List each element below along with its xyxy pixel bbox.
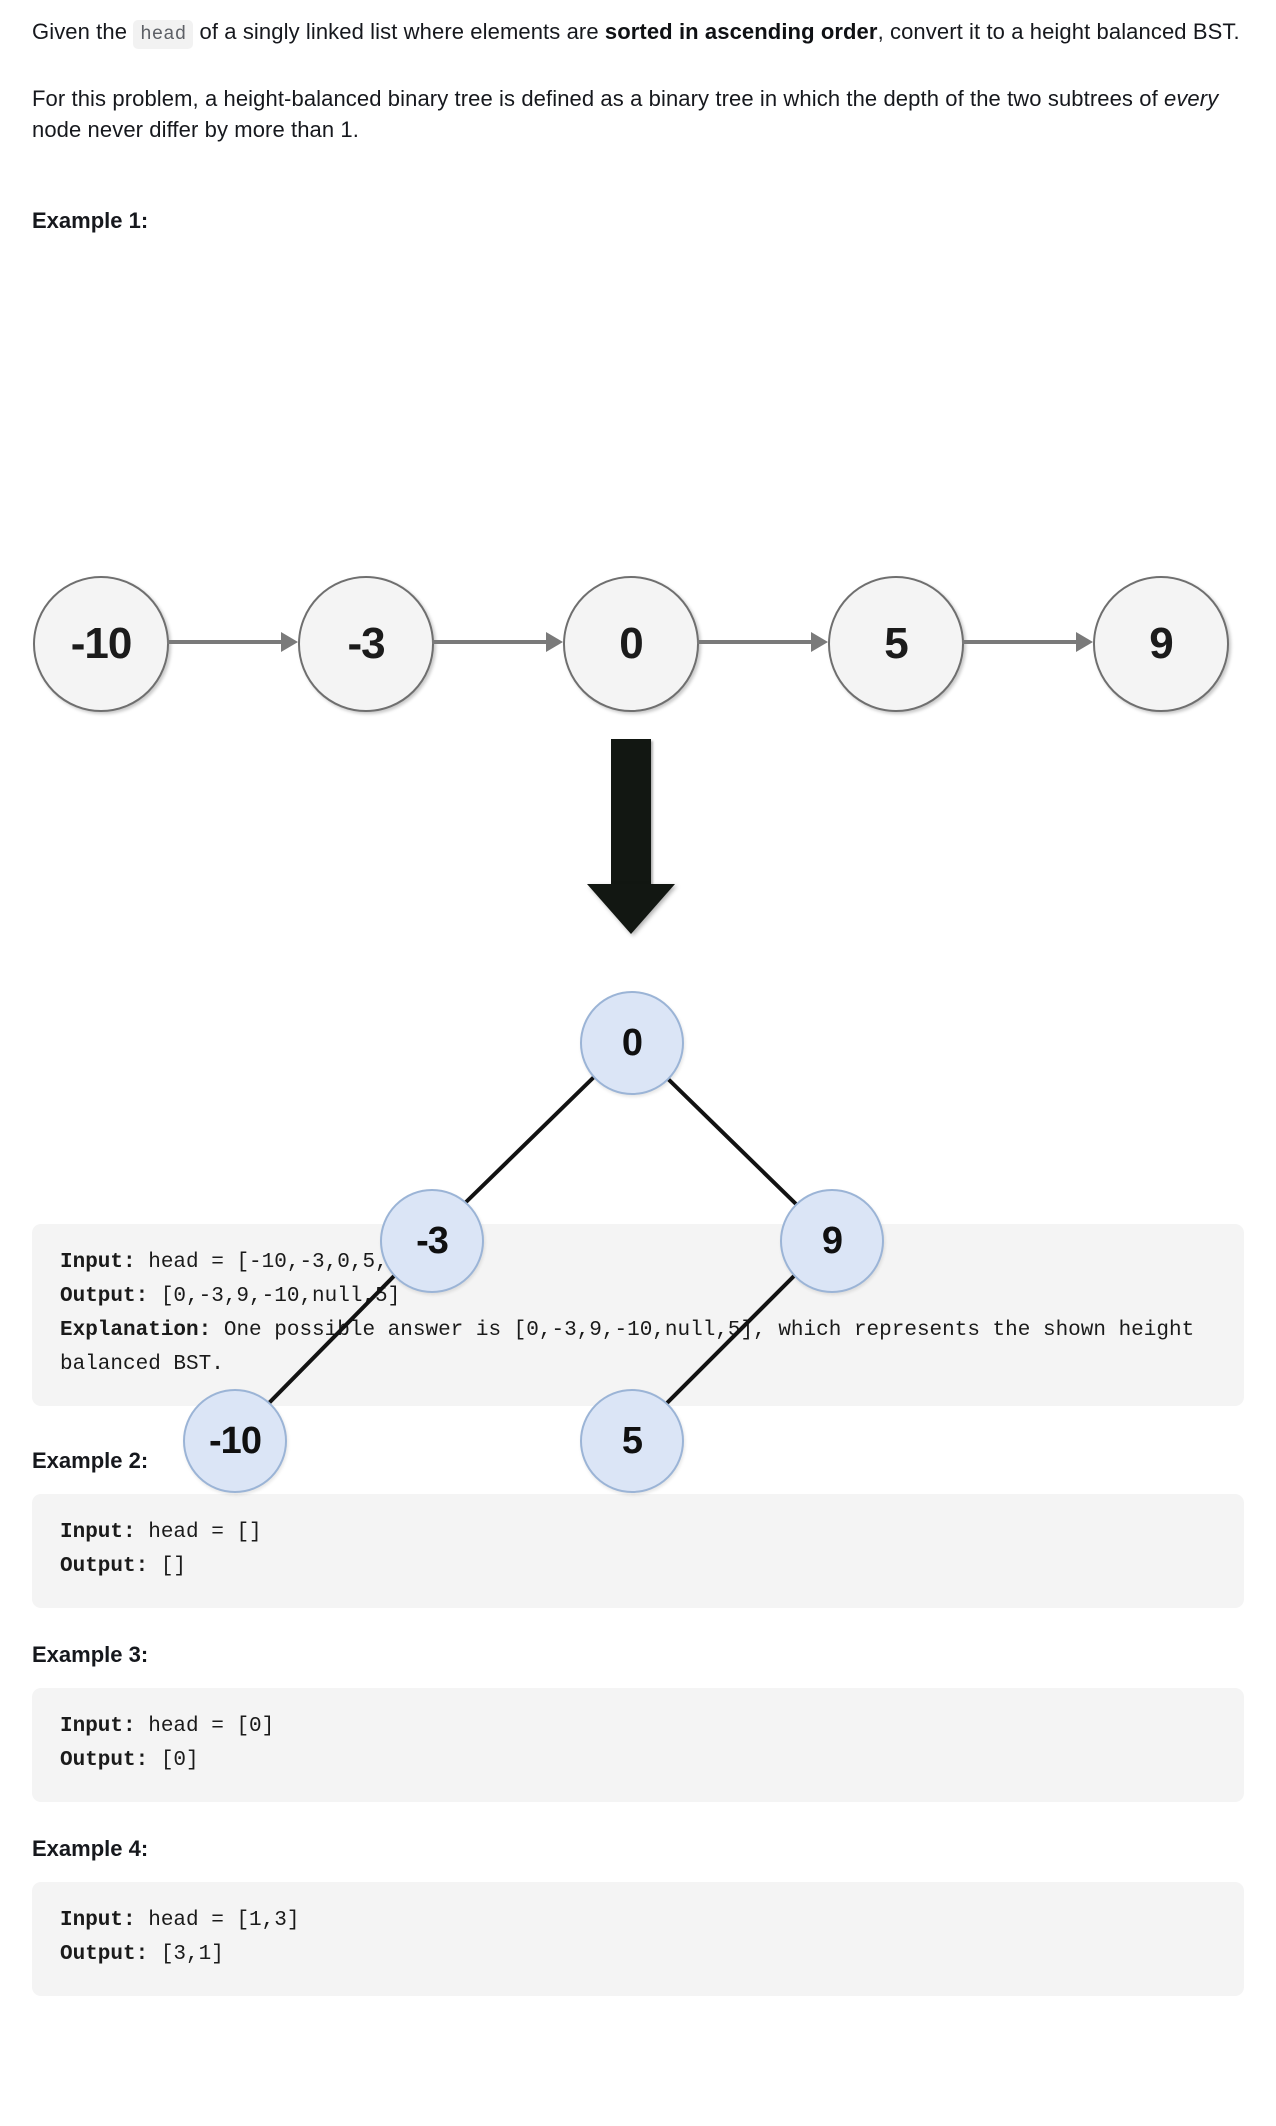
bst-node-5: 5 (580, 1389, 684, 1494)
linked-list-arrowhead-1 (546, 632, 563, 653)
example-2-output-label: Output: (60, 1555, 149, 1579)
linked-list-node-4: 9 (1093, 576, 1229, 713)
example-1-input-label: Input: (60, 1251, 136, 1275)
example-2-input-label: Input: (60, 1521, 136, 1545)
example-3-heading: Example 3: (32, 1642, 149, 1668)
example-4-codeblock: Input: head = [1,3] Output: [3,1] (32, 1882, 1244, 1997)
example-1-output-value: [0,-3,9,-10,null,5] (148, 1285, 401, 1309)
paragraph-2-tail: node never differ by more than 1. (32, 117, 359, 143)
example-4-input-value: head = [1,3] (135, 1909, 300, 1933)
linked-list-arrow-3 (962, 640, 1076, 645)
example-2-input-value: head = [] (135, 1521, 262, 1545)
example-1-input-value: head = [-10,-3,0,5,9] (135, 1251, 413, 1275)
example-2-heading: Example 2: (32, 1448, 149, 1474)
example-4-output-label: Output: (60, 1943, 149, 1967)
example-1-explanation-value: One possible answer is [0,-3,9,-10,null,… (60, 1319, 1207, 1377)
linked-list-arrow-2 (697, 640, 811, 645)
bst-node--3: -3 (380, 1189, 484, 1294)
example-4-output-value: [3,1] (148, 1943, 224, 1967)
problem-statement-paragraph-2: For this problem, a height-balanced bina… (32, 49, 1244, 147)
example-4-heading: Example 4: (32, 1836, 149, 1862)
paragraph-1-mid-1: of a singly linked list where elements a… (193, 19, 605, 44)
example-3-input-label: Input: (60, 1715, 136, 1739)
example-3-output-value: [0] (148, 1749, 199, 1773)
paragraph-2-italic-word: every (1164, 85, 1219, 111)
linked-list-arrowhead-3 (1076, 632, 1093, 653)
linked-list-arrowhead-2 (811, 632, 828, 653)
problem-page: Given the head of a singly linked list w… (0, 0, 1276, 1997)
bst-node-9: 9 (780, 1189, 884, 1294)
transform-arrow-shaft (611, 739, 651, 892)
inline-code-head: head (133, 20, 194, 49)
example-1-explanation-label: Explanation: (60, 1319, 212, 1343)
example-4-input-label: Input: (60, 1909, 136, 1933)
linked-list-node-1: -3 (298, 576, 434, 713)
example-3-input-value: head = [0] (135, 1715, 275, 1739)
linked-list-to-bst-figure: -10 -3 0 5 9 0 -3 9 -10 5 (0, 234, 1276, 1494)
example-1-codeblock: Input: head = [-10,-3,0,5,9] Output: [0,… (32, 1224, 1244, 1407)
example-3-output-label: Output: (60, 1749, 149, 1773)
linked-list-node-2: 0 (563, 576, 699, 713)
transform-arrow-head (587, 884, 675, 935)
example-2-output-value: [] (148, 1555, 187, 1579)
bst-node--10: -10 (183, 1389, 287, 1494)
linked-list-node-3: 5 (828, 576, 964, 713)
paragraph-2-lead: For this problem, a height-balanced bina… (32, 85, 1164, 111)
bst-node-root-0: 0 (580, 991, 684, 1096)
example-3-codeblock: Input: head = [0] Output: [0] (32, 1688, 1244, 1803)
linked-list-arrow-1 (432, 640, 546, 645)
linked-list-arrowhead-0 (281, 632, 298, 653)
example-1-output-label: Output: (60, 1285, 149, 1309)
linked-list-node-0: -10 (33, 576, 169, 713)
paragraph-1-bold-phrase: sorted in ascending order (604, 19, 878, 44)
problem-statement-paragraph-1: Given the head of a singly linked list w… (32, 0, 1244, 49)
example-2-codeblock: Input: head = [] Output: [] (32, 1494, 1244, 1609)
example-1-heading: Example 1: (32, 208, 149, 234)
linked-list-arrow-0 (167, 640, 281, 645)
paragraph-1-lead: Given the (32, 19, 134, 44)
paragraph-1-mid-2: , convert it to a height balanced BST. (877, 19, 1240, 44)
bst-edges (266, 1073, 798, 1406)
